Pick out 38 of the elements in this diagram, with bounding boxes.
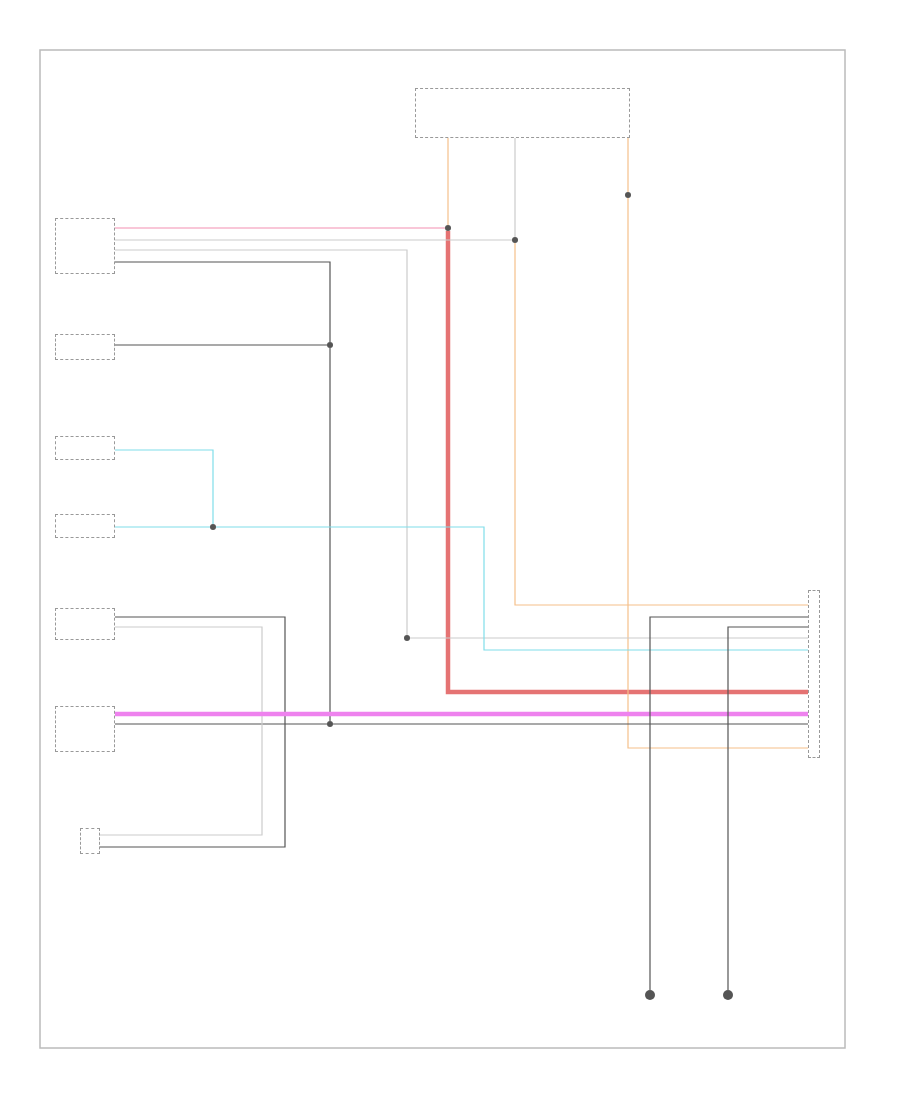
wire (114, 723, 328, 725)
wire (627, 197, 809, 749)
splice-dot (445, 225, 451, 231)
wire (727, 626, 809, 991)
connector-outline (55, 706, 115, 752)
splice-dot (210, 524, 216, 530)
splice-dot (327, 342, 333, 348)
connector-outline (55, 218, 115, 274)
wire (115, 711, 808, 717)
wire (114, 449, 214, 525)
splice-dot (512, 237, 518, 243)
wire (329, 347, 331, 722)
wire (447, 137, 449, 226)
splice-dot (625, 192, 631, 198)
wire (114, 526, 211, 528)
splice-dot (404, 635, 410, 641)
connector-outline (80, 828, 100, 854)
ground-symbol (645, 990, 655, 1000)
module-outline (415, 88, 630, 138)
wire (114, 261, 331, 343)
wire (114, 227, 446, 229)
wire (114, 249, 408, 636)
wire (627, 137, 629, 193)
wire (514, 242, 809, 606)
wire (99, 616, 286, 848)
wire (332, 723, 809, 725)
connector-outline (55, 608, 115, 640)
connector-outline (808, 590, 820, 758)
wire (99, 626, 263, 836)
splice-dot (327, 721, 333, 727)
wire (649, 616, 809, 991)
connector-outline (55, 514, 115, 538)
wire (215, 526, 809, 651)
connector-outline (55, 436, 115, 460)
wire (114, 344, 328, 346)
wire (445, 231, 808, 695)
connector-outline (55, 334, 115, 360)
ground-symbol (723, 990, 733, 1000)
